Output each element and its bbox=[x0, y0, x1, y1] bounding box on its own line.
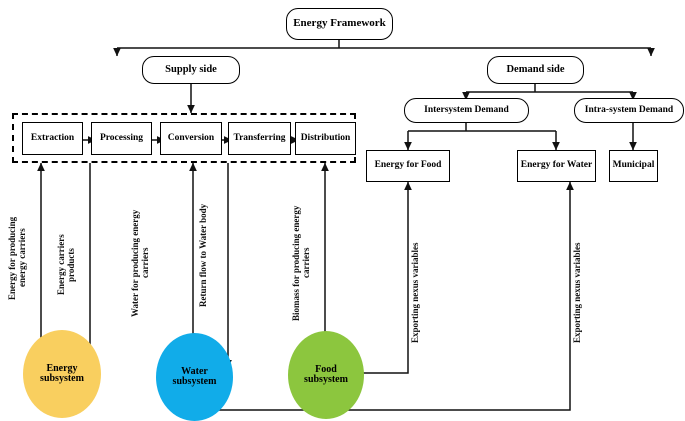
node-transferring[interactable]: Transferring bbox=[228, 122, 291, 155]
node-conversion[interactable]: Conversion bbox=[160, 122, 222, 155]
node-processing[interactable]: Processing bbox=[91, 122, 152, 155]
node-food-subsystem[interactable]: Food subsystem bbox=[288, 331, 364, 419]
flow-label-return-flow-to-water-body: Return flow to Water body bbox=[198, 203, 208, 307]
node-intra-system-demand[interactable]: Intra-system Demand bbox=[574, 98, 684, 123]
node-energy-for-water[interactable]: Energy for Water bbox=[517, 150, 596, 182]
flow-label-water-for-producing-energy-carriers: Water for producing energy carriers bbox=[130, 209, 150, 317]
node-energy-for-food[interactable]: Energy for Food bbox=[366, 150, 450, 182]
node-municipal[interactable]: Municipal bbox=[609, 150, 658, 182]
node-supply-side[interactable]: Supply side bbox=[142, 56, 240, 84]
flow-label-energy-carriers-products: Energy carriers products bbox=[56, 234, 76, 296]
flow-label-exporting-nexus-variables-food: Exporting nexus variables bbox=[410, 242, 420, 344]
node-energy-subsystem[interactable]: Energy subsystem bbox=[23, 330, 101, 418]
flow-label-energy-for-producing-energy-carriers: Energy for producing energy carriers bbox=[7, 216, 27, 300]
node-energy-framework[interactable]: Energy Framework bbox=[286, 8, 393, 40]
node-intersystem-demand[interactable]: Intersystem Demand bbox=[404, 98, 529, 123]
flow-label-exporting-nexus-variables-water: Exporting nexus variables bbox=[572, 242, 582, 344]
flow-label-biomass-for-producing-energy-carriers: Biomass for producing energy carriers bbox=[291, 205, 311, 321]
node-demand-side[interactable]: Demand side bbox=[487, 56, 584, 84]
node-extraction[interactable]: Extraction bbox=[22, 122, 83, 155]
node-distribution[interactable]: Distribution bbox=[295, 122, 356, 155]
node-water-subsystem[interactable]: Water subsystem bbox=[156, 333, 233, 421]
